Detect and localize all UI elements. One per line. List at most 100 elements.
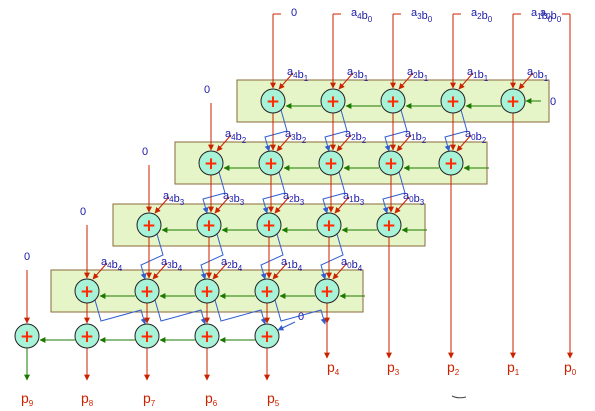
adder-circle	[314, 278, 340, 304]
adder-circle	[74, 278, 100, 304]
partial-product-wire	[394, 196, 410, 214]
adder-circle	[134, 323, 160, 349]
partial-product-label: a4b2	[225, 128, 247, 145]
subscript: 2	[477, 12, 482, 21]
label-text: a	[351, 7, 358, 19]
plus-icon: +	[444, 154, 458, 174]
label-text: p	[507, 359, 515, 375]
subscript: 3	[300, 198, 305, 207]
sum-wire	[264, 109, 288, 152]
output-label-p0: p0	[564, 359, 577, 377]
label-text: b	[298, 69, 304, 81]
adder-circle	[74, 323, 100, 349]
sum-wire	[324, 109, 348, 152]
label-text: a	[465, 128, 472, 140]
label-text: b	[172, 259, 178, 271]
subscript: 0	[471, 133, 476, 142]
adder-r2-c4: +	[378, 150, 404, 176]
subscript: 1	[364, 74, 369, 83]
plus-icon: +	[200, 282, 214, 302]
partial-product-wire	[398, 72, 414, 90]
label-text: 0	[550, 96, 556, 108]
subscript: 1	[304, 74, 309, 83]
subscript: 4	[169, 195, 174, 204]
label-text: b	[352, 259, 358, 271]
subscript: 5	[275, 399, 280, 408]
subscript: 1	[473, 71, 478, 80]
label-text: a	[531, 7, 538, 19]
subscript: 0	[548, 15, 553, 24]
row-backgrounds	[50, 79, 550, 313]
label-text: a	[527, 66, 534, 78]
label-text: a	[471, 7, 478, 19]
subscript: 3	[229, 195, 234, 204]
output-label-p1: p1	[507, 359, 520, 377]
final-adder-c4: +	[194, 323, 220, 349]
adder-circle	[254, 323, 280, 349]
label-text: p	[143, 390, 151, 406]
plus-icon: +	[260, 282, 274, 302]
plus-icon: +	[506, 92, 520, 112]
label-text: p	[205, 390, 213, 406]
plus-icon: +	[140, 282, 154, 302]
subscript: 4	[107, 261, 112, 270]
plus-icon: +	[260, 327, 274, 347]
adder-circle	[316, 212, 342, 238]
subscript: 3	[167, 261, 172, 270]
carry-in-label: 0	[550, 96, 556, 108]
plus-icon: +	[20, 327, 34, 347]
partial-product-label: a1b2	[405, 128, 427, 145]
subscript: 3	[395, 368, 400, 377]
label-text: b	[296, 131, 302, 143]
subscript: 1	[287, 261, 292, 270]
subscript: 3	[291, 133, 296, 142]
plus-icon: +	[320, 282, 334, 302]
adder-r4-c4: +	[254, 278, 280, 304]
subscript: 0	[409, 195, 414, 204]
subscript: 0	[572, 368, 577, 377]
adders: +++++++++++++++++++++++++	[14, 88, 526, 349]
sum-wire	[382, 171, 406, 214]
partial-product-label: a4b4	[101, 256, 123, 273]
final-adder-c3: +	[134, 323, 160, 349]
subscript: 4	[178, 264, 183, 273]
partial-product-wire	[92, 262, 108, 280]
subscript: 4	[231, 133, 236, 142]
sum-wire	[154, 299, 207, 325]
partial-product-label: a4b3	[163, 190, 185, 207]
label-text: b	[358, 69, 364, 81]
label-text: 0	[204, 84, 210, 96]
subscript: 1	[537, 12, 542, 21]
adder-r3-c4: +	[316, 212, 342, 238]
adder-circle	[438, 150, 464, 176]
label-text: b	[422, 10, 428, 22]
adder-r3-c3: +	[256, 212, 282, 238]
plus-icon: +	[446, 92, 460, 112]
partial-product-wire	[336, 134, 352, 152]
adder-r4-c5: +	[314, 278, 340, 304]
top-input-label: a2b0	[471, 7, 493, 24]
subscript: 4	[358, 264, 363, 273]
label-text: b	[234, 193, 240, 205]
adder-circle	[378, 150, 404, 176]
label-text: a	[540, 7, 547, 19]
partial-product-label: a2b4	[221, 256, 243, 273]
row-left-input-label: 0	[204, 84, 210, 96]
adder-circle	[380, 88, 406, 114]
subscript: 3	[360, 198, 365, 207]
adder-r2-c1: +	[198, 150, 224, 176]
label-text: b	[174, 193, 180, 205]
sum-wire	[320, 233, 344, 280]
adder-circle	[194, 278, 220, 304]
label-text: a	[223, 190, 230, 202]
output-label-p7: p7	[143, 390, 156, 408]
partial-product-wire	[338, 72, 354, 90]
partial-product-label: a2b1	[407, 66, 429, 83]
label-text: p	[267, 390, 275, 406]
plus-icon: +	[202, 216, 216, 236]
label-text: b	[551, 10, 557, 22]
plus-icon: +	[142, 216, 156, 236]
label-text: b	[416, 131, 422, 143]
plus-icon: +	[80, 327, 94, 347]
